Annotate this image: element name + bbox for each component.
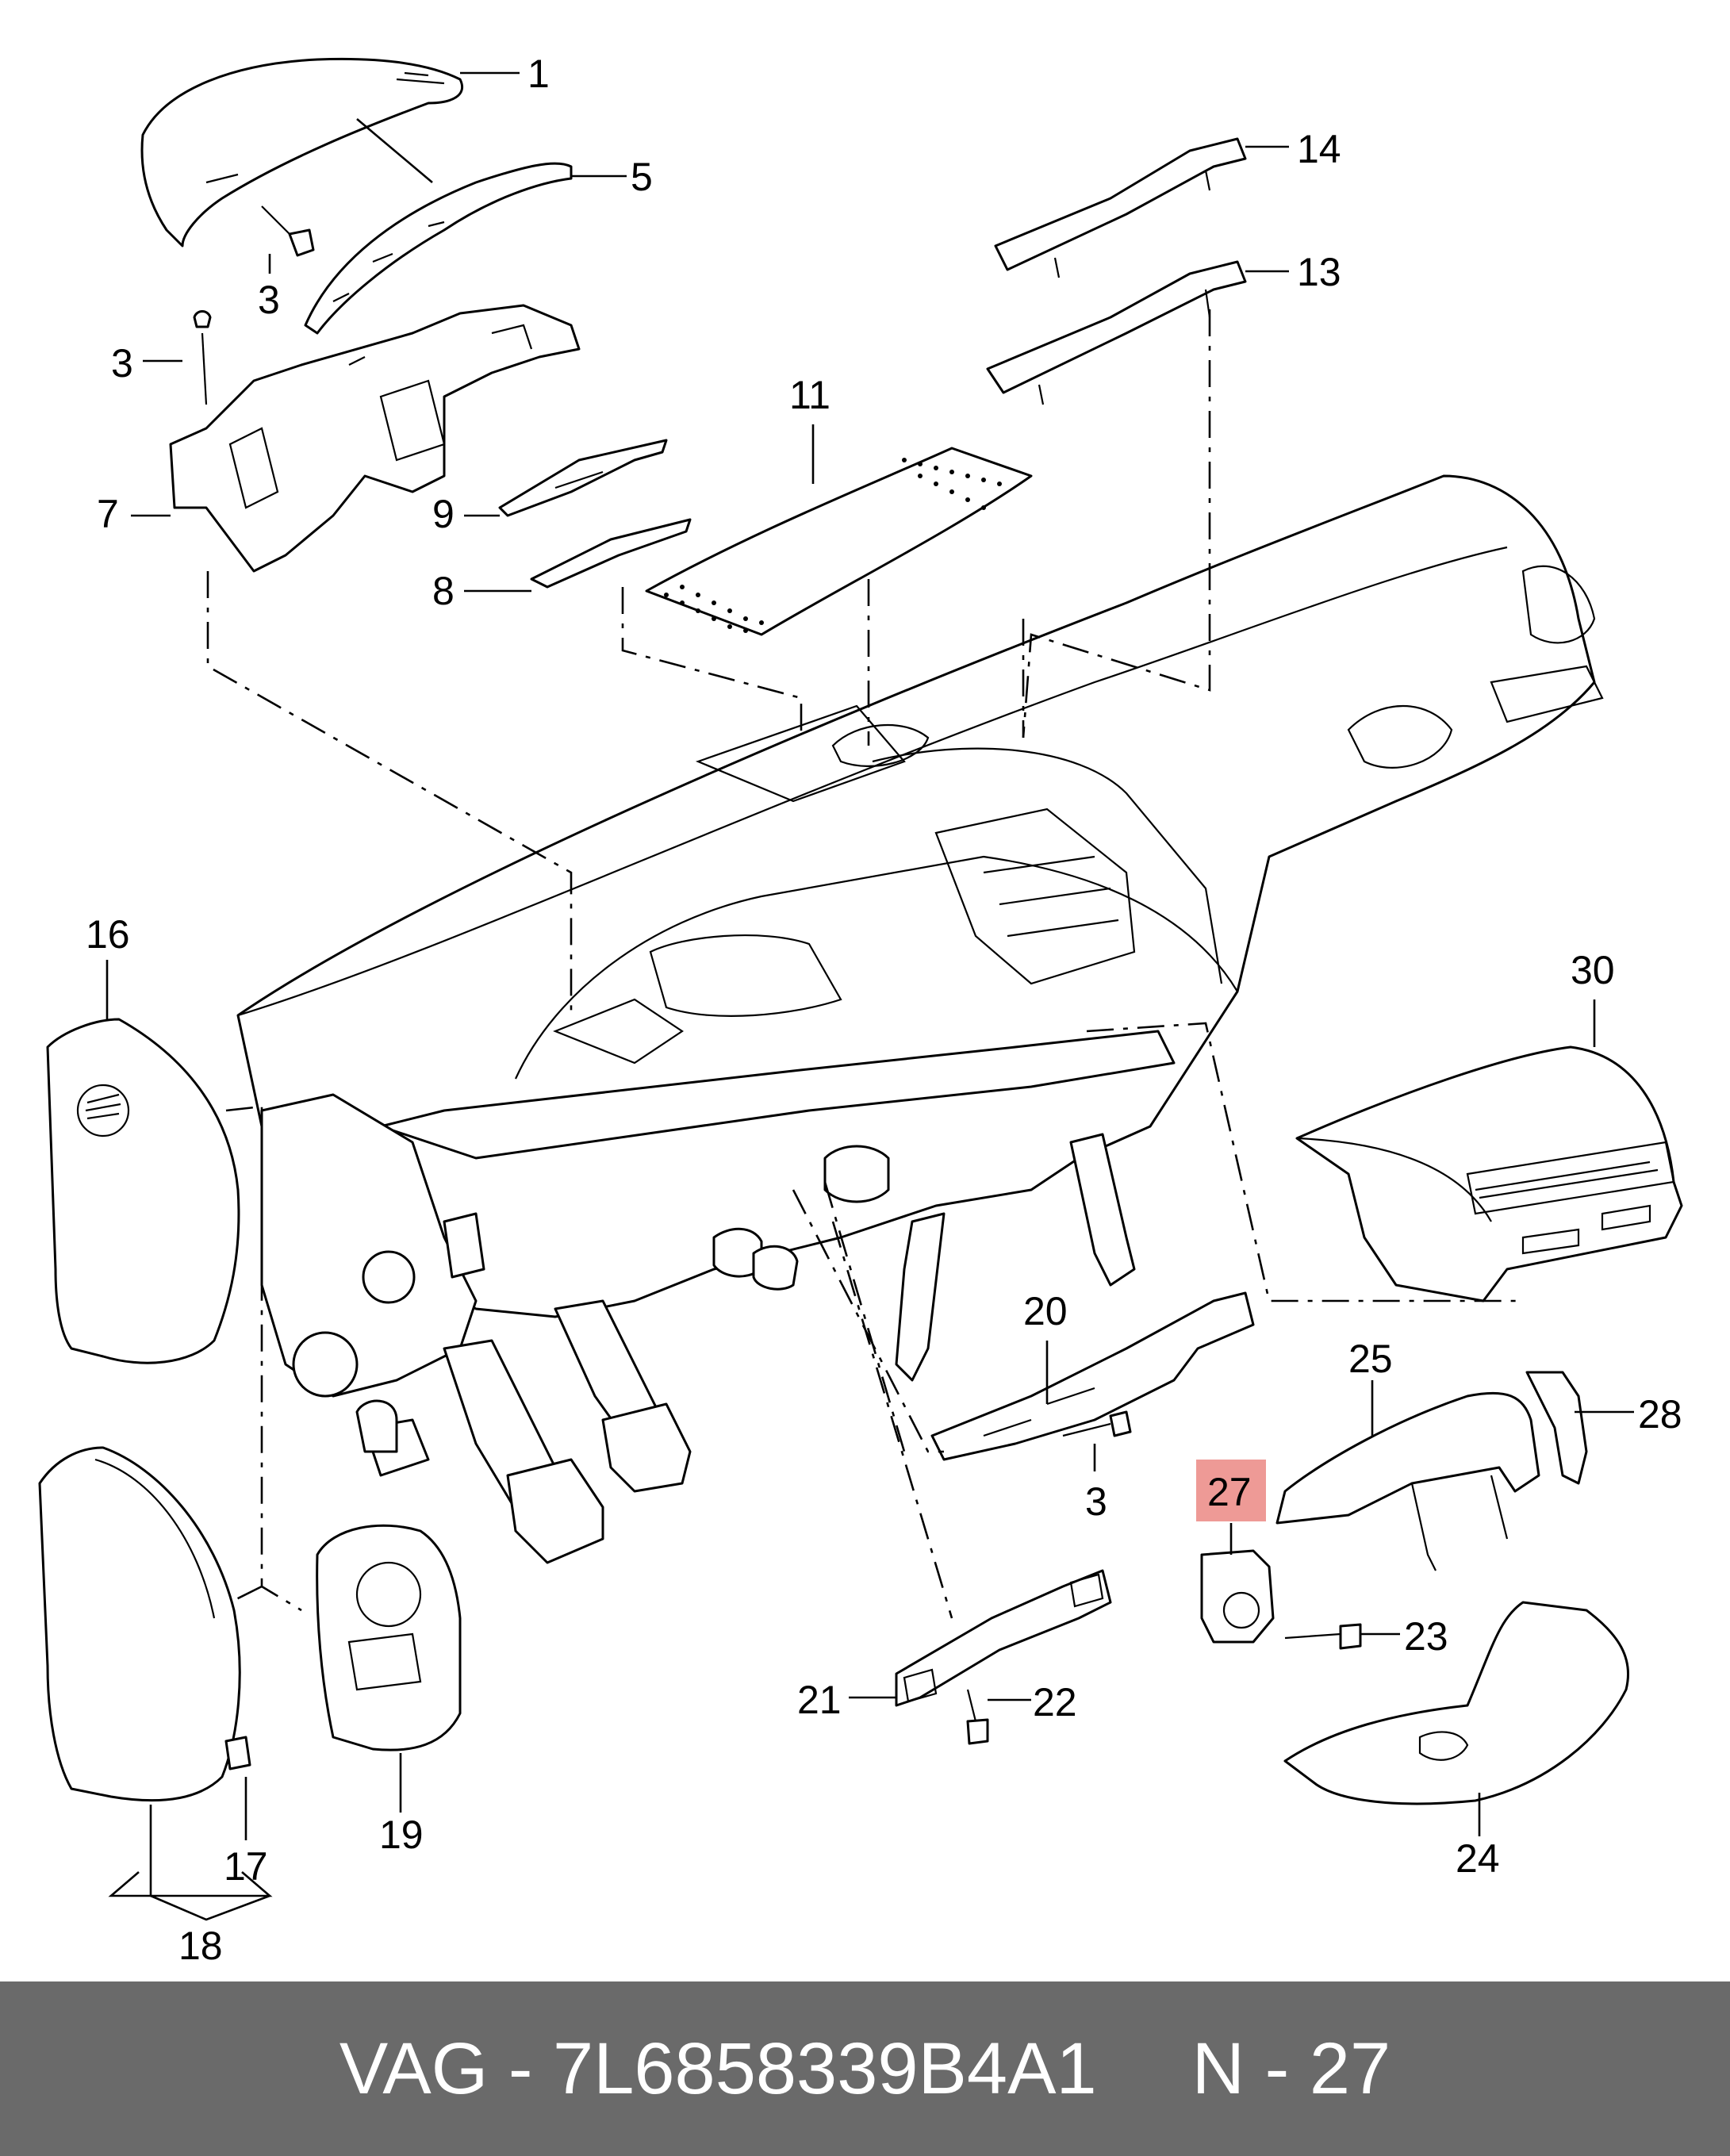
part-25-cowl bbox=[1275, 1391, 1540, 1571]
leader-lines bbox=[105, 71, 1634, 1921]
callout-3b: 3 bbox=[111, 341, 133, 386]
part-3-screw-top bbox=[261, 205, 315, 257]
part-7-bracket bbox=[169, 304, 581, 573]
part-5-trim-strip bbox=[304, 162, 573, 335]
callout-5: 5 bbox=[631, 155, 653, 199]
part-18-cap bbox=[38, 1446, 241, 1802]
part-11-grille bbox=[645, 447, 1033, 636]
callout-16: 16 bbox=[86, 912, 130, 957]
part-9-trim bbox=[498, 439, 668, 517]
part-16-end-cap bbox=[46, 1018, 240, 1364]
part-24-cover bbox=[1283, 1601, 1630, 1805]
callout-18: 18 bbox=[178, 1924, 223, 1968]
callout-3c: 3 bbox=[1085, 1479, 1107, 1524]
callout-8: 8 bbox=[432, 569, 455, 613]
grille-dots bbox=[664, 458, 1002, 633]
part-20-trim bbox=[930, 1291, 1255, 1461]
part-17-clip bbox=[224, 1736, 251, 1770]
part-1-cover bbox=[140, 57, 463, 247]
callout-20: 20 bbox=[1023, 1289, 1068, 1333]
footer-part-number: VAG - 7L6858339B4A1 bbox=[339, 2027, 1097, 2109]
exploded-parts-diagram: 1 5 3 3 7 9 8 11 14 13 16 30 20 3 25 28 … bbox=[38, 52, 1683, 1968]
part-3-screw-left bbox=[193, 310, 212, 405]
callout-7: 7 bbox=[97, 492, 119, 536]
part-23-screw bbox=[1284, 1623, 1362, 1650]
part-14-trim bbox=[994, 137, 1247, 278]
part-22-screw bbox=[966, 1689, 989, 1745]
callout-28: 28 bbox=[1638, 1392, 1682, 1437]
callout-1: 1 bbox=[527, 52, 550, 96]
callout-23: 23 bbox=[1404, 1614, 1448, 1659]
callout-14: 14 bbox=[1297, 127, 1341, 171]
part-28-trim bbox=[1525, 1371, 1588, 1485]
callout-13: 13 bbox=[1297, 250, 1341, 294]
part-3-screw-lower bbox=[1062, 1410, 1132, 1437]
callout-27: 27 bbox=[1207, 1470, 1252, 1514]
callout-22: 22 bbox=[1033, 1680, 1077, 1724]
part-30-vent-panel bbox=[1295, 1045, 1683, 1302]
cross-member-beam bbox=[379, 1030, 1176, 1382]
part-8-trim bbox=[530, 518, 692, 589]
callout-9: 9 bbox=[432, 492, 455, 536]
part-13-trim bbox=[986, 260, 1247, 405]
callout-19: 19 bbox=[379, 1813, 424, 1857]
part-19-panel bbox=[316, 1524, 462, 1751]
part-27-switch bbox=[1200, 1549, 1275, 1644]
part-21-handle bbox=[895, 1569, 1112, 1707]
assembly-lines bbox=[206, 309, 1523, 1619]
callout-3a: 3 bbox=[258, 278, 280, 322]
callout-11: 11 bbox=[789, 373, 830, 417]
callout-labels: 1 5 3 3 7 9 8 11 14 13 16 30 20 3 25 28 … bbox=[86, 52, 1682, 1968]
callout-17: 17 bbox=[224, 1844, 268, 1889]
callout-21: 21 bbox=[797, 1678, 842, 1722]
footer-position: N - 27 bbox=[1191, 2027, 1391, 2109]
callout-25: 25 bbox=[1348, 1337, 1393, 1381]
pedal-assembly bbox=[260, 1093, 692, 1564]
footer-caption-bar: VAG - 7L6858339B4A1 N - 27 bbox=[0, 1981, 1730, 2156]
callout-24: 24 bbox=[1456, 1836, 1500, 1881]
highlight-box bbox=[1196, 1460, 1266, 1521]
callout-30: 30 bbox=[1571, 948, 1615, 992]
